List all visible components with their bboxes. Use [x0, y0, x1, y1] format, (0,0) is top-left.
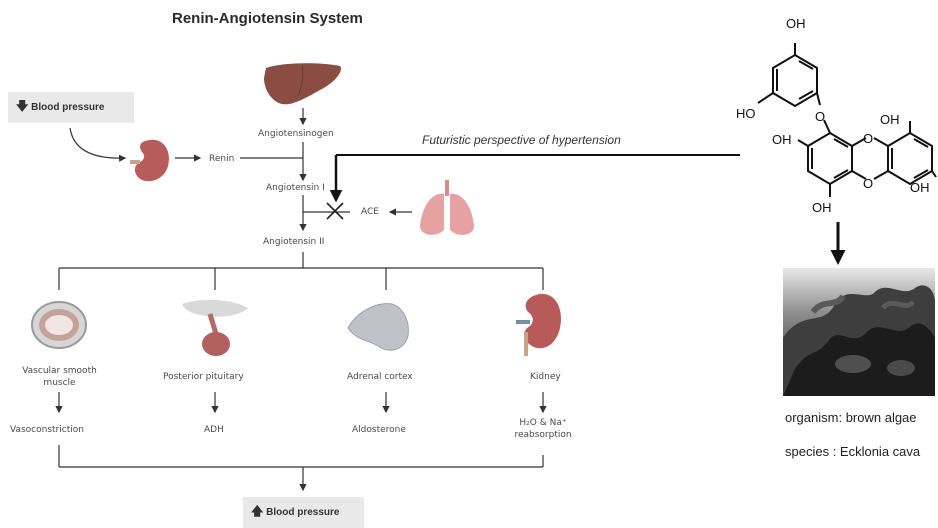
brown-algae-photo	[783, 268, 935, 396]
adrenal-cortex-label: Adrenal cortex	[347, 372, 413, 382]
o-bottom-dioxin: O	[863, 176, 874, 191]
pathway-lines	[55, 108, 846, 492]
renin-label: Renin	[209, 154, 235, 164]
diagram-title: Renin-Angiotensin System	[172, 10, 363, 27]
vascular-smooth-muscle-label: Vascular smooth muscle	[22, 366, 97, 388]
lungs-icon	[420, 180, 474, 235]
adh-label: ADH	[204, 425, 224, 435]
angiotensinogen-label: Angiotensinogen	[258, 129, 334, 139]
reabsorption-label: reabsorption	[514, 430, 572, 440]
adrenal-gland-icon	[347, 303, 409, 351]
o-top-dioxin: O	[863, 131, 874, 146]
molecule-structure	[757, 43, 937, 197]
oh-mid-left: OH	[772, 132, 792, 147]
pituitary-icon	[182, 299, 248, 356]
species-text: species : Ecklonia cava	[785, 444, 921, 459]
ho-left: HO	[736, 106, 756, 121]
down-arrow-icon: 🡇	[16, 99, 29, 113]
liver-icon	[264, 63, 342, 105]
angiotensin-2-label: Angiotensin II	[263, 237, 325, 247]
oh-right-top: OH	[880, 112, 900, 127]
o-link: O	[815, 109, 826, 124]
oh-top: OH	[786, 16, 806, 31]
futuristic-perspective-label: Futuristic perspective of hypertension	[422, 133, 621, 147]
organism-text: organism: brown algae	[785, 410, 917, 425]
h2o-na-label: H₂O & Na⁺	[519, 418, 567, 428]
oh-right-bottom: OH	[910, 180, 930, 195]
ace-label: ACE	[361, 207, 379, 217]
up-arrow-icon: 🡅	[251, 504, 264, 518]
increased-blood-pressure-label: Blood pressure	[266, 507, 340, 518]
decreased-blood-pressure-label: Blood pressure	[31, 102, 105, 113]
vasoconstriction-label: Vasoconstriction	[10, 425, 84, 435]
angiotensin-1-label: Angiotensin I	[266, 183, 325, 193]
oh-bottom: OH	[812, 200, 832, 215]
kidney-label: Kidney	[530, 372, 561, 382]
aldosterone-label: Aldosterone	[352, 425, 406, 435]
kidney-branch-icon	[516, 293, 562, 356]
kidney-icon	[130, 139, 170, 182]
decreased-blood-pressure-box: 🡇 Blood pressure	[8, 92, 134, 123]
blood-vessel-icon	[31, 301, 87, 349]
posterior-pituitary-label: Posterior pituitary	[163, 372, 244, 382]
